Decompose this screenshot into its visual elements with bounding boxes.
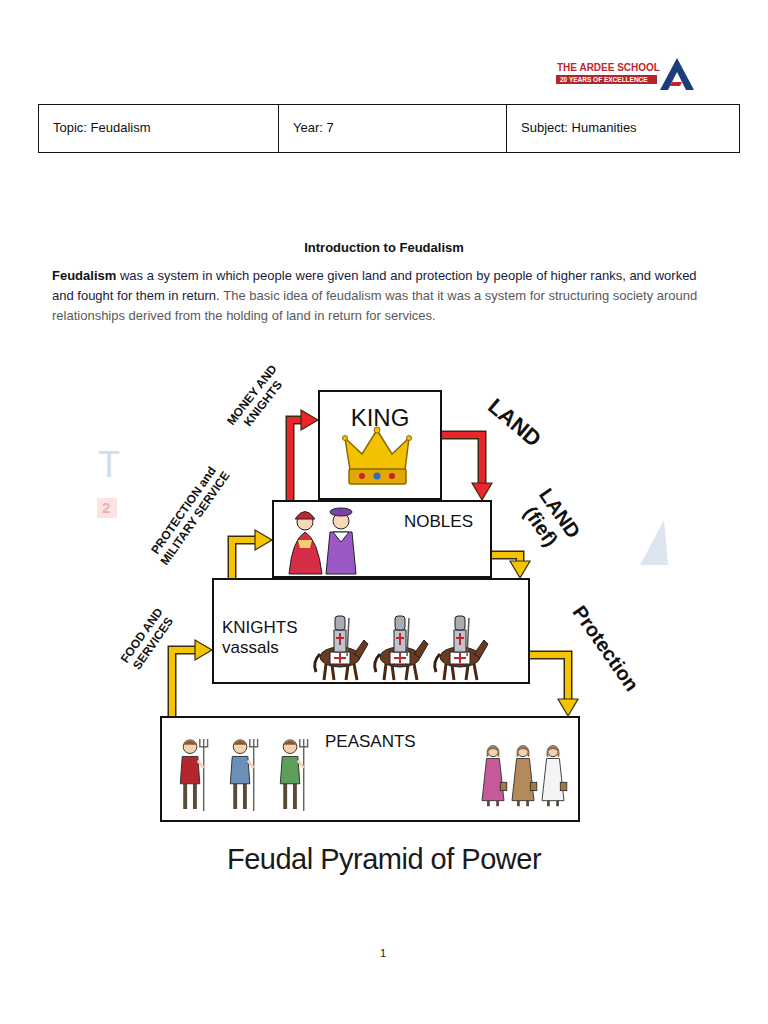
figure-part (326, 532, 356, 574)
node-text: Year: 7 (293, 120, 334, 135)
figure-part (280, 739, 307, 811)
figure-part (375, 616, 428, 680)
node-text: NOBLES (404, 512, 473, 532)
arrow-head (301, 410, 318, 430)
figure-part (482, 746, 507, 807)
node-text: Subject: Humanities (521, 120, 637, 135)
figure-part (333, 532, 349, 542)
arrow-shaft (530, 655, 568, 702)
figure-part (180, 739, 207, 811)
flow-arrow (492, 555, 530, 578)
watermark-letter: T (98, 444, 120, 486)
node-text: KING (320, 404, 440, 432)
arrow-shaft (172, 650, 198, 716)
arrow-outline (290, 420, 304, 500)
figure-part (295, 512, 315, 520)
nobles-figure (289, 508, 356, 574)
node-text: PEASANTS (325, 732, 416, 752)
figure-part (359, 473, 365, 479)
arrow-head (195, 640, 212, 660)
edge-label: MONEY AND KNIGHTS (219, 356, 296, 444)
table-cell: Topic: Feudalism (38, 104, 279, 153)
arrow-outline (232, 540, 258, 578)
edge-label: LAND (483, 393, 546, 452)
page-number: 1 (380, 947, 386, 959)
arrow-head (472, 483, 492, 500)
edge-label: PROTECTION and MILITARY SERVICE (144, 458, 235, 572)
arrow-outline (530, 655, 568, 702)
figure-part (349, 469, 406, 484)
figure-part (343, 436, 348, 441)
figure-part (345, 430, 409, 470)
page-heading: Introduction to Feudalism (0, 240, 768, 255)
arrow-shaft (290, 420, 304, 500)
key-term: Feudalism (52, 268, 116, 283)
watermark-shape (640, 520, 668, 565)
figure-part (330, 508, 352, 516)
table-cell: Year: 7 (278, 104, 507, 153)
arrow-shaft (232, 540, 258, 578)
edge-label: Protection (567, 601, 643, 695)
figure-part (315, 616, 368, 680)
school-logo (556, 58, 694, 90)
diagram-caption: Feudal Pyramid of Power (0, 843, 768, 876)
figure-part (542, 746, 567, 807)
arrow-head (255, 530, 272, 550)
figure-part (389, 473, 395, 479)
flow-arrow (442, 435, 492, 500)
figure-part (374, 473, 381, 480)
logo-mark (660, 58, 694, 90)
figure-part (512, 746, 537, 807)
arrow-outline (172, 650, 198, 716)
watermark-shape (97, 498, 117, 518)
flow-arrow (290, 410, 318, 500)
watermark-letter: 2 (102, 499, 110, 516)
school-tagline: 20 YEARS OF EXCELLENCE (560, 75, 648, 84)
figure-part (230, 739, 257, 811)
figure-part (298, 540, 312, 548)
flow-arrow (172, 640, 212, 716)
nobles-box: NOBLES (272, 500, 492, 578)
node-text: Topic: Feudalism (53, 120, 151, 135)
arrow-shaft (442, 435, 482, 486)
logo-bar (556, 75, 657, 84)
intro-paragraph: Feudalismwas a system in which people we… (52, 266, 720, 326)
arrow-outline (442, 435, 482, 486)
flow-arrow (232, 530, 272, 578)
logo-mark (670, 82, 682, 86)
king-box: KING (318, 390, 442, 500)
edge-label: FOOD AND SERVICES (114, 599, 182, 680)
edge-label: LAND (fief) (513, 481, 587, 560)
knights-box: KNIGHTS vassals (212, 578, 530, 684)
arrow-head (558, 699, 578, 716)
figure-part (435, 616, 488, 680)
peasants-box: PEASANTS (160, 716, 580, 822)
figure-part (289, 532, 322, 574)
node-text: KNIGHTS vassals (222, 618, 312, 658)
crown-figure (343, 427, 412, 484)
school-name: THE ARDEE SCHOOL (557, 62, 660, 73)
flow-arrow (530, 655, 578, 716)
figure-part (407, 436, 412, 441)
arrow-head (510, 561, 530, 578)
table-cell: Subject: Humanities (506, 104, 740, 153)
knights-figure (315, 616, 488, 680)
